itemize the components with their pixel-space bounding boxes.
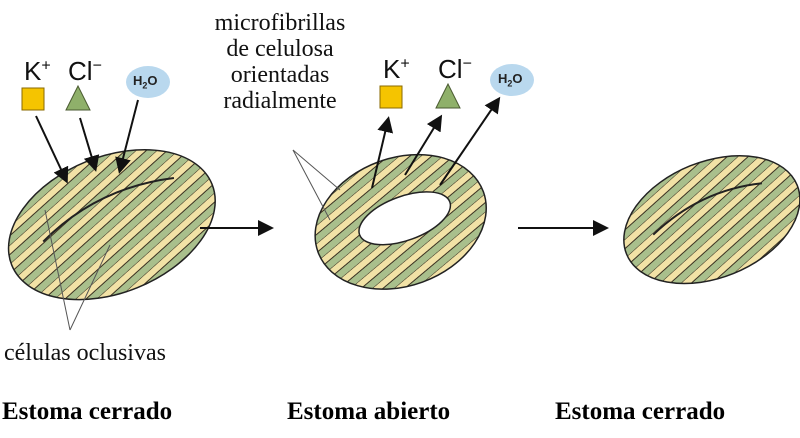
microfibrils-line-2: de celulosa — [226, 36, 334, 62]
microfibrils-line-4: radialmente — [223, 88, 337, 114]
potassium-square-mid — [379, 85, 403, 109]
water-label-left: H2O — [133, 73, 158, 91]
microfibrils-label: microfibrillas de celulosa orientadas ra… — [180, 10, 380, 114]
chloride-triangle-mid — [435, 82, 461, 109]
potassium-square-left — [21, 87, 45, 111]
potassium-label-mid: K+ — [383, 54, 410, 84]
microfibrils-line-1: microfibrillas — [214, 10, 346, 36]
chloride-label-mid: Cl− — [438, 54, 472, 84]
closed-stoma-left — [7, 148, 216, 301]
influx-arrows — [35, 99, 139, 184]
microfibrils-line-3: orientadas — [230, 62, 330, 88]
water-label-mid: H2O — [498, 71, 523, 89]
chloride-triangle-left — [65, 84, 91, 111]
water-cloud-mid — [490, 64, 534, 96]
caption-closed-left: Estoma cerrado — [2, 398, 173, 425]
efflux-arrows — [371, 96, 501, 189]
caption-closed-right: Estoma cerrado — [555, 398, 726, 425]
chloride-label-left: Cl− — [68, 56, 102, 86]
caption-open: Estoma abierto — [287, 398, 451, 425]
pointer-lines — [44, 149, 341, 331]
potassium-label-left: K+ — [24, 56, 51, 86]
closed-stoma-right — [623, 155, 800, 285]
guard-cells-label: células oclusivas — [4, 340, 166, 366]
open-stoma — [314, 153, 487, 290]
water-cloud-left — [126, 66, 170, 98]
